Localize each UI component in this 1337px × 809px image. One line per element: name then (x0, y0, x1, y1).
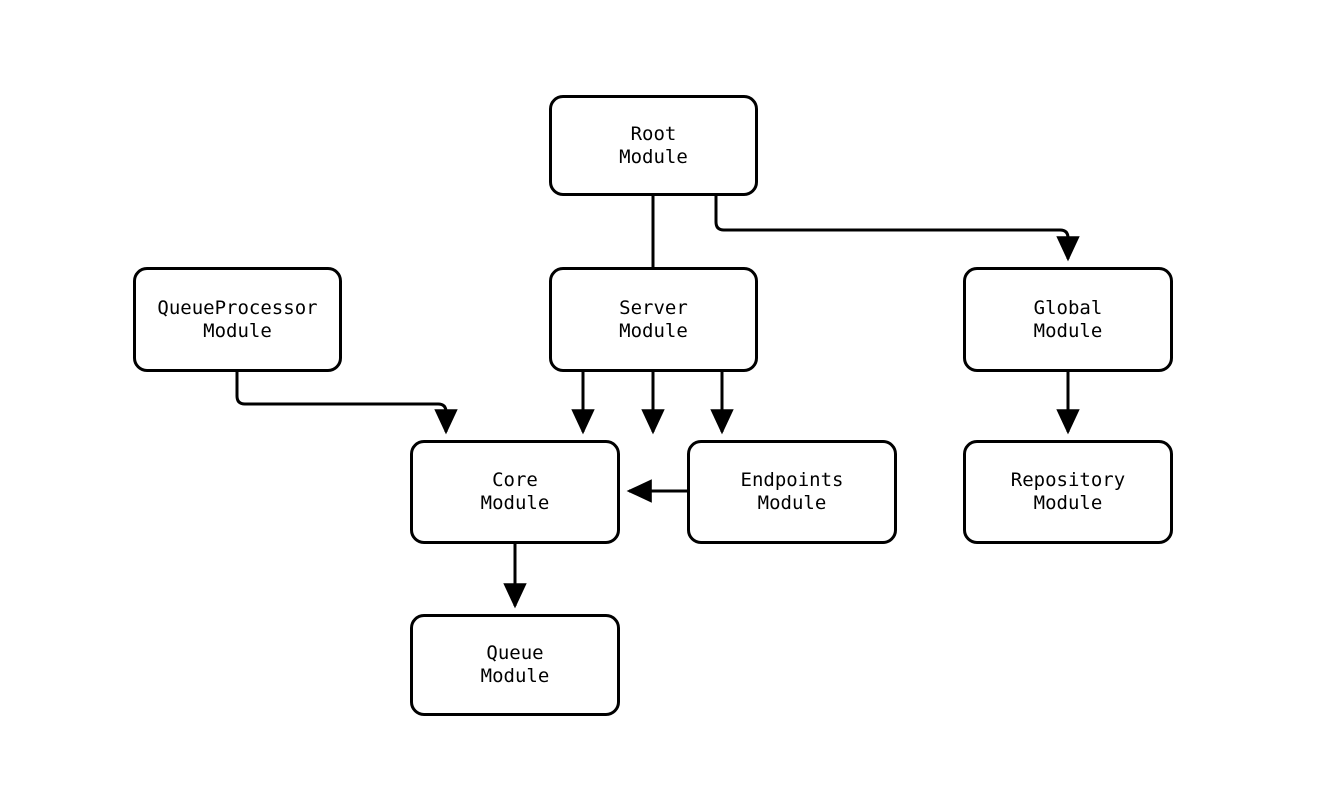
queue-module-title: Queue (486, 642, 544, 664)
queueprocessor-module-title: QueueProcessor (157, 296, 318, 319)
server-module[interactable]: Server Module (549, 267, 758, 372)
global-module[interactable]: Global Module (963, 267, 1173, 372)
root-module[interactable]: Root Module (549, 95, 758, 196)
queueprocessor-module-subtitle: Module (203, 319, 272, 342)
global-module-title: Global (1033, 296, 1103, 319)
edge-root-to-global (714, 196, 1080, 262)
core-module[interactable]: Core Module (410, 440, 620, 544)
queue-module[interactable]: Queue Module (410, 614, 620, 716)
server-module-title: Server (619, 296, 688, 319)
global-module-subtitle: Module (1033, 319, 1103, 342)
core-module-title: Core (492, 469, 538, 491)
server-module-subtitle: Module (619, 319, 688, 342)
queueprocessor-module[interactable]: QueueProcessor Module (133, 267, 342, 372)
edge-queueprocessor-to-core (235, 372, 458, 435)
repository-module[interactable]: Repository Module (963, 440, 1173, 544)
queue-module-subtitle: Module (480, 665, 550, 687)
root-module-title: Root (630, 122, 677, 145)
root-module-subtitle: Module (619, 145, 688, 168)
core-module-subtitle: Module (480, 492, 550, 514)
endpoints-module[interactable]: Endpoints Module (687, 440, 897, 544)
repository-module-subtitle: Module (1033, 492, 1103, 514)
repository-module-title: Repository (1010, 469, 1126, 491)
endpoints-module-title: Endpoints (740, 469, 844, 491)
endpoints-module-subtitle: Module (757, 492, 827, 514)
